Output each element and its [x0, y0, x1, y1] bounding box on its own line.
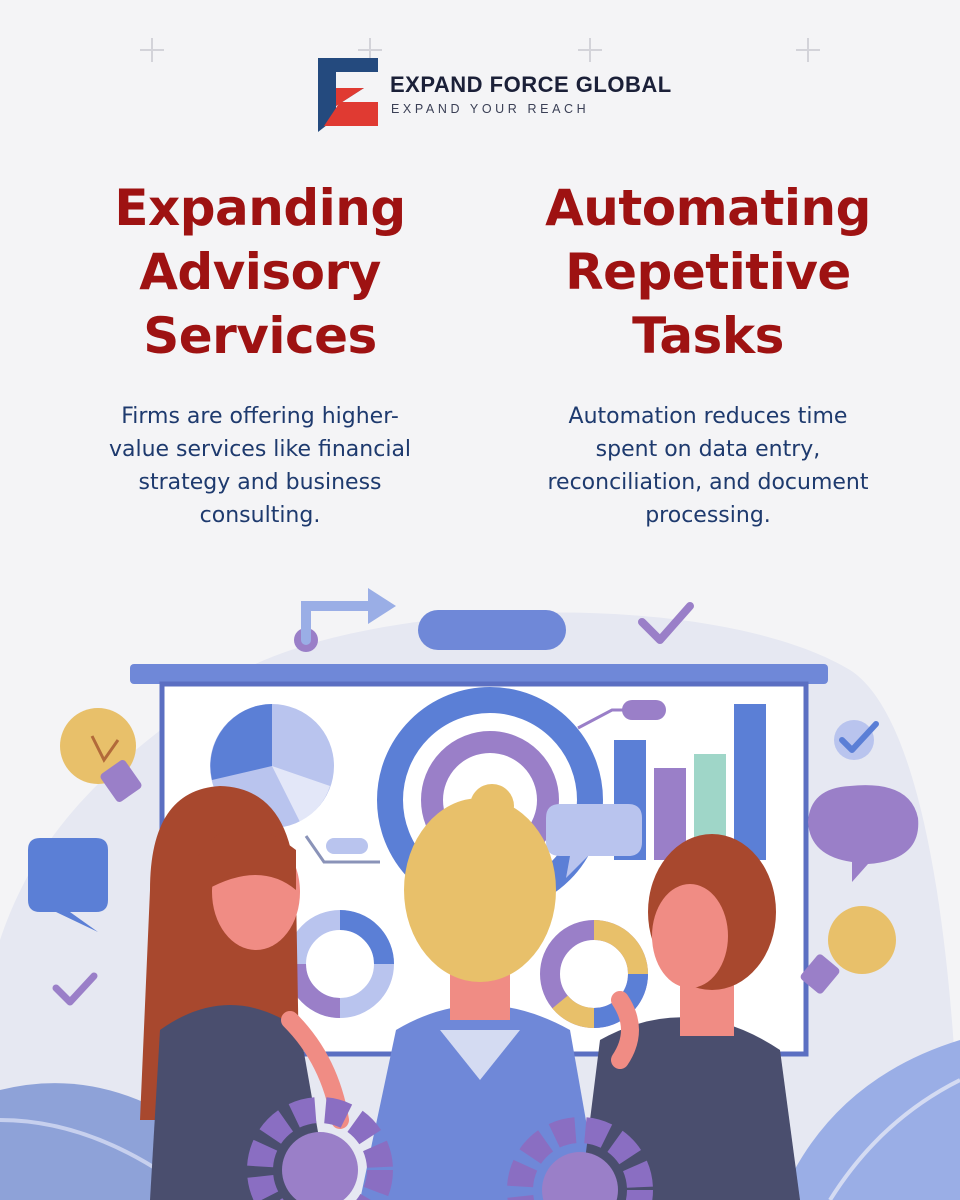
brand-name: EXPAND FORCE GLOBAL: [390, 72, 672, 97]
body-line: consulting.: [199, 503, 321, 528]
brand-logo: EXPAND FORCE GLOBAL EXPAND YOUR REACH: [314, 56, 671, 134]
lightbulb-icon: [60, 708, 142, 802]
team-presentation-illustration: [0, 588, 960, 1200]
section-body: Automation reduces time spent on data en…: [508, 400, 908, 532]
body-line: reconciliation, and document: [547, 470, 869, 495]
gear-icon: [507, 1117, 653, 1200]
lightbulb-icon: [800, 906, 896, 994]
section-body: Firms are offering higher- value service…: [60, 400, 460, 532]
title-line: Tasks: [632, 307, 784, 365]
person-woman: [140, 786, 349, 1200]
body-line: spent on data entry,: [595, 437, 821, 462]
section-automation: Automating Repetitive Tasks Automation r…: [508, 176, 908, 528]
plus-icon: [796, 38, 820, 62]
speech-bubble-icon: [808, 785, 919, 882]
plus-icon: [578, 38, 602, 62]
check-icon: [834, 720, 879, 760]
body-line: value services like financial: [108, 437, 412, 462]
gear-icon: [247, 1097, 393, 1200]
logo-mark-icon: [318, 58, 378, 132]
arrow-icon: [294, 588, 396, 652]
section-title: Automating Repetitive Tasks: [508, 176, 908, 368]
plus-icon: [358, 38, 382, 62]
plus-icon: [140, 38, 164, 62]
body-line: Automation reduces time: [568, 404, 848, 429]
check-icon: [638, 602, 694, 644]
title-line: Services: [143, 307, 377, 365]
board-line: [304, 835, 380, 864]
leaf-icon: [780, 1040, 960, 1200]
title-line: Advisory: [139, 243, 381, 301]
speech-bubble-icon: [546, 804, 642, 878]
speech-bubble-icon: [28, 838, 108, 932]
check-icon: [52, 972, 98, 1006]
section-advisory: Expanding Advisory Services Firms are of…: [60, 176, 460, 528]
title-line: Expanding: [114, 179, 406, 237]
title-line: Repetitive: [565, 243, 851, 301]
body-line: processing.: [645, 503, 771, 528]
brand-tagline: EXPAND YOUR REACH: [391, 102, 590, 116]
pill-shape: [418, 610, 566, 650]
body-line: Firms are offering higher-: [121, 404, 399, 429]
title-line: Automating: [545, 179, 871, 237]
body-line: strategy and business: [138, 470, 382, 495]
person-center: [360, 784, 600, 1200]
board-chip: [326, 838, 368, 854]
board-rail: [130, 664, 828, 684]
section-title: Expanding Advisory Services: [60, 176, 460, 368]
